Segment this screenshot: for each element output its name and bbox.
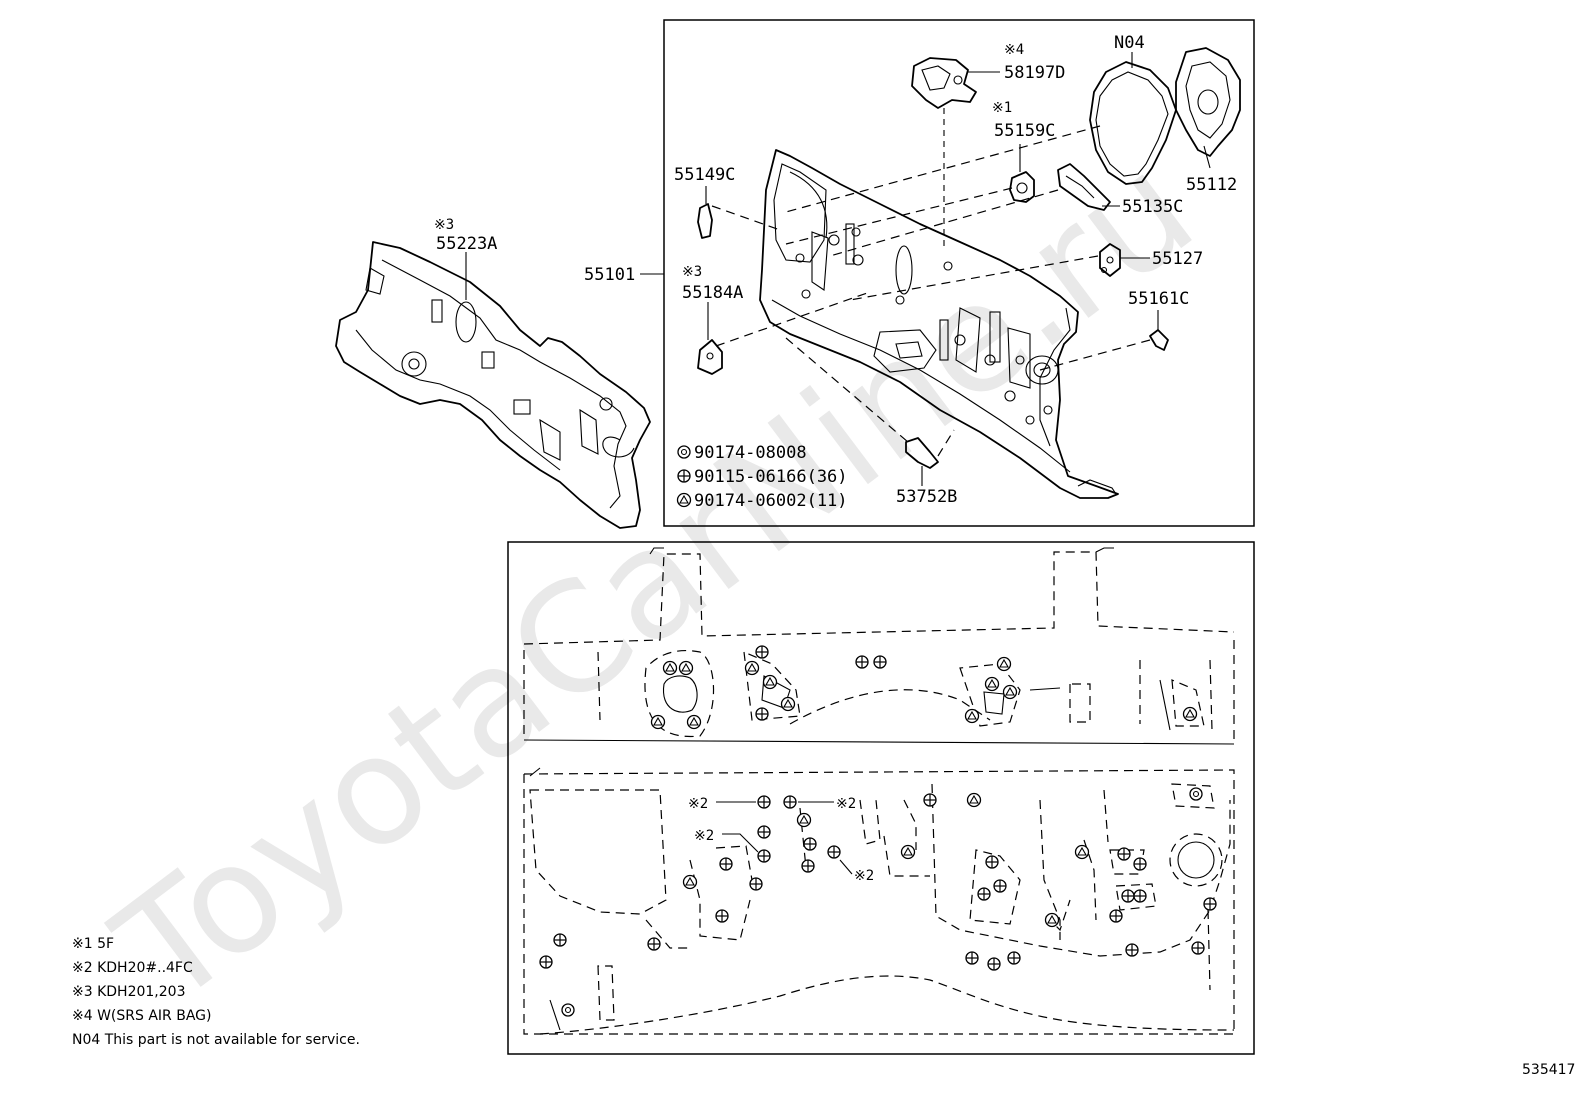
bracket-55184A-part: [697, 339, 723, 375]
seal-N04-part: [1089, 61, 1177, 185]
callout-55135C: 55135C: [1122, 197, 1183, 217]
bracket-55149C-part: [697, 203, 713, 239]
fastener-code-2: 90115-06166(36): [694, 467, 848, 487]
circle-dot-icon: [677, 445, 691, 459]
note-5: N04 This part is not available for servi…: [72, 1032, 360, 1048]
callout-58197D: 58197D: [1004, 63, 1065, 83]
callout-55159C-note: ※1: [992, 100, 1012, 116]
callout-55223A-note: ※3: [434, 217, 454, 233]
mark-2-d: ※2: [854, 868, 874, 884]
callout-55112: 55112: [1186, 175, 1237, 195]
lower-layout-frame: [507, 541, 1255, 1055]
diagram-id: 535417: [1522, 1062, 1575, 1078]
dash-panel-bottom-view: [523, 767, 1235, 1035]
callout-55184A: 55184A: [682, 283, 743, 303]
top-view-fasteners: [650, 645, 1198, 730]
circle-cross-icon: [677, 469, 691, 483]
bracket-55127-part: [1099, 243, 1121, 277]
mark-2-a: ※2: [688, 796, 708, 812]
fastener-code-1: 90174-08008: [694, 443, 807, 463]
callout-55223A: 55223A: [436, 234, 497, 254]
callout-55159C: 55159C: [994, 121, 1055, 141]
mark-2-b: ※2: [836, 796, 856, 812]
mark-2-c: ※2: [694, 828, 714, 844]
clip-55161C-part: [1149, 329, 1169, 351]
fastener-code-3: 90174-06002(11): [694, 491, 848, 511]
dash-silencer-part: [335, 241, 651, 529]
callout-58197D-note: ※4: [1004, 42, 1024, 58]
callout-55184A-note: ※3: [682, 264, 702, 280]
clip-53752B-part: [905, 437, 939, 469]
variant-marks: ※2 ※2 ※2 ※2: [688, 796, 874, 884]
note-2: ※2 KDH20#..4FC: [72, 960, 193, 976]
plate-55159C-part: [1009, 171, 1035, 203]
bracket-58197D-part: [911, 57, 977, 109]
dash-panel-part: [759, 149, 1119, 499]
callout-55149C: 55149C: [674, 165, 735, 185]
callout-55161C: 55161C: [1128, 289, 1189, 309]
note-1: ※1 5F: [72, 936, 114, 952]
note-3: ※3 KDH201,203: [72, 984, 185, 1000]
upper-parts-frame: [663, 19, 1255, 527]
circle-triangle-icon: [676, 492, 692, 508]
assembly-guide-lines: [711, 125, 1151, 457]
footnotes: ※1 5F ※2 KDH20#..4FC ※3 KDH201,203 ※4 W(…: [72, 936, 360, 1048]
note-4: ※4 W(SRS AIR BAG): [72, 1008, 211, 1024]
fastener-legend: 90174-08008 90115-06166(36) 90174-06002(…: [676, 443, 848, 511]
callout-53752B: 53752B: [896, 487, 957, 507]
dash-panel-top-view: [523, 547, 1235, 745]
insulator-55112-part: [1175, 47, 1241, 169]
callout-N04: N04: [1114, 33, 1145, 53]
callout-55127: 55127: [1152, 249, 1203, 269]
callout-55101: 55101: [584, 265, 635, 285]
